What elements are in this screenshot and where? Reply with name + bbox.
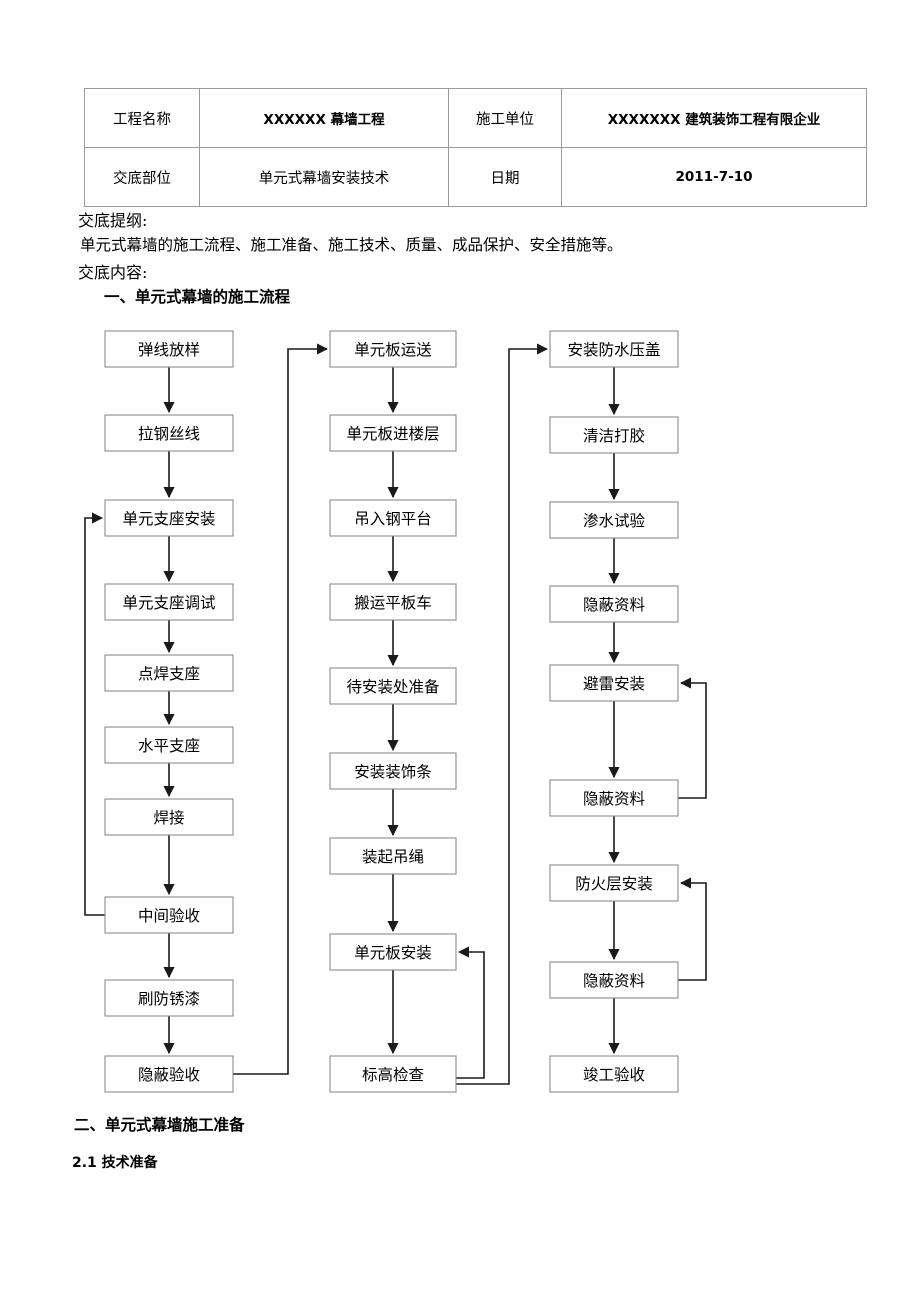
flow-node-box xyxy=(104,414,234,452)
flow-node-label: 竣工验收 xyxy=(583,1066,645,1084)
flow-arrow xyxy=(456,946,485,1079)
flow-arrow xyxy=(233,343,329,1075)
flow-node-label: 装起吊绳 xyxy=(362,848,424,866)
flow-node-box xyxy=(329,837,457,875)
flow-node-box xyxy=(329,414,457,452)
flow-node-box xyxy=(549,501,679,539)
table-row: 交底部位 单元式幕墙安装技术 日期 2011-7-10 xyxy=(84,147,867,207)
flow-node-box xyxy=(104,583,234,621)
flow-arrow xyxy=(678,677,707,799)
flow-node-box xyxy=(104,330,234,368)
flow-node-label: 安装防水压盖 xyxy=(567,341,660,359)
flow-node-label: 搬运平板车 xyxy=(354,594,432,612)
flow-node-label: 焊接 xyxy=(153,809,184,827)
flow-arrow xyxy=(456,343,549,1085)
flow-node-label: 拉钢丝线 xyxy=(138,425,200,443)
flow-node-box xyxy=(549,416,679,454)
flow-node-label: 渗水试验 xyxy=(583,512,646,530)
flow-node-label: 单元支座安装 xyxy=(122,510,215,528)
flow-node-box xyxy=(104,1055,234,1093)
flow-node-box xyxy=(549,864,679,902)
flow-node-box xyxy=(549,585,679,623)
flow-node-box xyxy=(329,752,457,790)
disclosure-part-value: 单元式幕墙安装技术 xyxy=(199,147,449,207)
flow-node-label: 防火层安装 xyxy=(575,875,653,893)
flow-node-box xyxy=(549,1055,679,1093)
construction-unit-text: XXXXXXX 建筑装饰工程有限企业 xyxy=(607,112,821,128)
flow-node-label: 标高检查 xyxy=(362,1066,424,1084)
flow-node-box xyxy=(104,798,234,836)
flow-node-box xyxy=(329,667,457,705)
flow-node-box xyxy=(104,726,234,764)
flow-node-box xyxy=(104,896,234,934)
flow-arrow xyxy=(84,512,105,916)
date-label: 日期 xyxy=(448,147,562,207)
outline-heading: 交底提纲: xyxy=(78,211,148,230)
flow-node-label: 单元支座调试 xyxy=(122,594,215,612)
flow-node-label: 隐蔽资料 xyxy=(583,972,645,990)
flow-node-label: 单元板进楼层 xyxy=(346,425,439,443)
flow-node-box xyxy=(549,779,679,817)
flow-node-label: 点焊支座 xyxy=(138,665,200,683)
flow-node-box xyxy=(549,664,679,702)
flowchart-nodes: 弹线放样拉钢丝线单元支座安装单元支座调试点焊支座水平支座焊接中间验收刷防锈漆隐蔽… xyxy=(104,330,679,1093)
construction-unit-value: XXXXXXX 建筑装饰工程有限企业 xyxy=(561,88,867,148)
flow-node-label: 避雷安装 xyxy=(583,675,645,693)
flow-node-label: 清洁打胶 xyxy=(583,427,645,445)
flow-node-label: 中间验收 xyxy=(138,907,200,925)
flow-node-box xyxy=(329,933,457,971)
flow-node-box xyxy=(549,330,679,368)
section-2-1-heading: 2.1 技术准备 xyxy=(72,1155,158,1171)
outline-text: 单元式幕墙的施工流程、施工准备、施工技术、质量、成品保护、安全措施等。 xyxy=(80,236,623,254)
table-row: 工程名称 XXXXXX 幕墙工程 施工单位 XXXXXXX 建筑装饰工程有限企业 xyxy=(84,88,867,148)
flow-node-label: 刷防锈漆 xyxy=(138,990,200,1008)
flow-node-label: 弹线放样 xyxy=(138,341,200,359)
flow-node-box xyxy=(329,330,457,368)
flow-node-label: 隐蔽资料 xyxy=(583,790,645,808)
project-name-text: XXXXXX 幕墙工程 xyxy=(263,112,385,128)
flow-node-box xyxy=(329,499,457,537)
flow-node-label: 吊入钢平台 xyxy=(354,510,432,528)
content-heading: 交底内容: xyxy=(78,263,148,282)
flow-node-label: 单元板安装 xyxy=(354,944,432,962)
flow-node-label: 待安装处准备 xyxy=(346,678,440,696)
flow-node-box xyxy=(329,1055,457,1093)
project-name-value: XXXXXX 幕墙工程 xyxy=(199,88,449,148)
date-value: 2011-7-10 xyxy=(561,147,867,207)
flow-node-label: 隐蔽资料 xyxy=(583,596,645,614)
flowchart-connectors xyxy=(84,343,707,1085)
date-text: 2011-7-10 xyxy=(675,169,753,185)
flow-node-label: 单元板运送 xyxy=(354,341,432,359)
section-1-heading: 一、单元式幕墙的施工流程 xyxy=(104,287,291,306)
flow-node-box xyxy=(104,979,234,1017)
交底-header-table: 工程名称 XXXXXX 幕墙工程 施工单位 XXXXXXX 建筑装饰工程有限企业… xyxy=(84,88,867,207)
section-2-heading: 二、单元式幕墙施工准备 xyxy=(74,1115,245,1134)
flow-node-box xyxy=(104,499,234,537)
flow-node-box xyxy=(549,961,679,999)
flow-node-box xyxy=(104,654,234,692)
project-name-label: 工程名称 xyxy=(84,88,200,148)
flow-node-label: 隐蔽验收 xyxy=(138,1066,200,1084)
flow-node-label: 水平支座 xyxy=(138,737,200,755)
flow-node-label: 安装装饰条 xyxy=(354,763,432,781)
flow-node-box xyxy=(329,583,457,621)
flow-arrow xyxy=(678,877,707,981)
